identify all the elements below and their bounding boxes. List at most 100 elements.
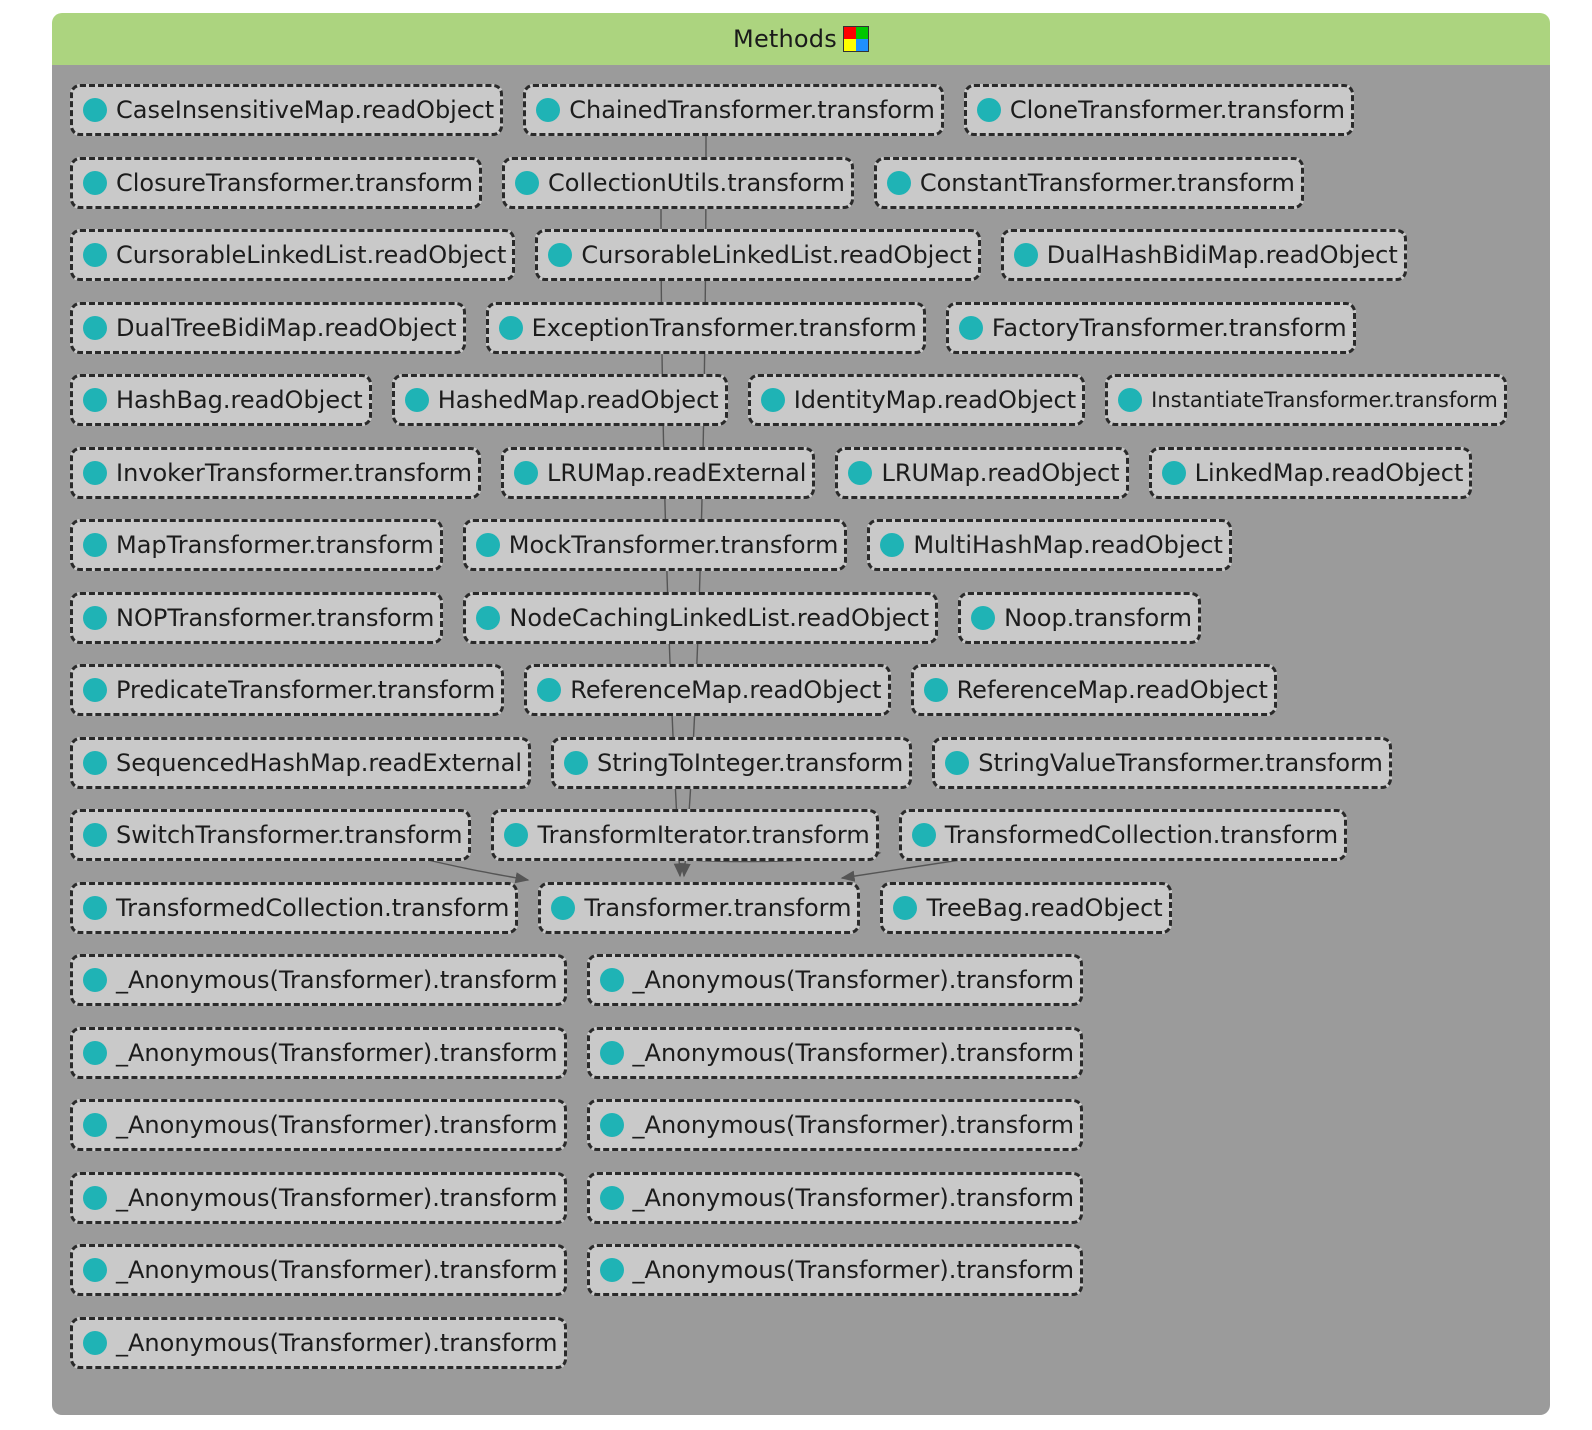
method-node-label: SwitchTransformer.transform [116,821,463,849]
teal-circle-icon [404,388,429,412]
method-node[interactable]: StringToInteger.transform [550,737,913,789]
method-node[interactable]: _Anonymous(Transformer).transform [586,954,1084,1006]
method-node[interactable]: LRUMap.readObject [835,447,1129,499]
method-node-label: _Anonymous(Transformer).transform [632,1111,1075,1139]
teal-circle-icon [548,243,573,267]
method-node[interactable]: _Anonymous(Transformer).transform [70,1172,567,1224]
method-node[interactable]: ClosureTransformer.transform [70,157,483,209]
method-node-label: Noop.transform [1004,604,1192,632]
teal-circle-icon [83,243,107,267]
method-node[interactable]: TransformedCollection.transform [70,882,519,934]
method-node[interactable]: ConstantTransformer.transform [873,157,1304,209]
method-node-label: LRUMap.readObject [881,459,1120,487]
method-node-label: NOPTransformer.transform [116,604,435,632]
teal-circle-icon [886,171,911,195]
method-node-label: _Anonymous(Transformer).transform [116,1039,558,1067]
teal-circle-icon [504,823,529,847]
teal-circle-icon [923,678,948,702]
method-node-label: StringValueTransformer.transform [978,749,1383,777]
method-node[interactable]: CollectionUtils.transform [502,157,854,209]
method-node[interactable]: _Anonymous(Transformer).transform [70,1244,567,1296]
method-node[interactable]: TreeBag.readObject [880,882,1172,934]
method-node[interactable]: _Anonymous(Transformer).transform [70,1317,567,1369]
method-node[interactable]: _Anonymous(Transformer).transform [586,1244,1084,1296]
method-node-label: LRUMap.readExternal [546,459,807,487]
method-node[interactable]: _Anonymous(Transformer).transform [586,1027,1084,1079]
teal-circle-icon [563,751,588,775]
method-node[interactable]: ReferenceMap.readObject [910,664,1277,716]
method-node-label: SequencedHashMap.readExternal [116,749,522,777]
method-node-label: _Anonymous(Transformer).transform [632,966,1075,994]
teal-circle-icon [537,678,562,702]
method-node[interactable]: _Anonymous(Transformer).transform [70,954,567,1006]
method-node[interactable]: NodeCachingLinkedList.readObject [463,592,939,644]
method-node[interactable]: ReferenceMap.readObject [524,664,891,716]
method-node[interactable]: MapTransformer.transform [70,519,443,571]
method-node[interactable]: TransformedCollection.transform [898,809,1348,861]
method-node[interactable]: TransformIterator.transform [491,809,879,861]
method-node[interactable]: CursorableLinkedList.readObject [535,229,981,281]
method-node-label: MultiHashMap.readObject [913,531,1223,559]
method-node[interactable]: MockTransformer.transform [462,519,848,571]
teal-circle-icon [599,1113,624,1137]
method-node[interactable]: HashedMap.readObject [391,374,728,426]
teal-circle-icon [83,388,107,412]
teal-circle-icon [83,896,107,920]
method-node[interactable]: DualTreeBidiMap.readObject [70,302,466,354]
method-node[interactable]: LinkedMap.readObject [1148,447,1473,499]
method-node[interactable]: CaseInsensitiveMap.readObject [70,84,504,136]
method-node[interactable]: _Anonymous(Transformer).transform [586,1172,1084,1224]
method-node[interactable]: SwitchTransformer.transform [70,809,472,861]
method-node[interactable]: MultiHashMap.readObject [867,519,1232,571]
method-node[interactable]: NOPTransformer.transform [70,592,444,644]
method-node-label: ReferenceMap.readObject [570,676,882,704]
teal-circle-icon [976,98,1001,122]
teal-circle-icon [83,1186,107,1210]
method-node[interactable]: _Anonymous(Transformer).transform [586,1099,1084,1151]
method-node[interactable]: Noop.transform [958,592,1201,644]
teal-circle-icon [83,678,107,702]
method-node[interactable]: InvokerTransformer.transform [70,447,481,499]
method-node[interactable]: Transformer.transform [538,882,861,934]
method-node[interactable]: FactoryTransformer.transform [945,302,1356,354]
method-node[interactable]: ExceptionTransformer.transform [485,302,926,354]
teal-circle-icon [848,461,873,485]
teal-circle-icon [893,896,918,920]
method-node[interactable]: LRUMap.readExternal [500,447,816,499]
method-node-label: CursorableLinkedList.readObject [581,241,972,269]
method-node[interactable]: ChainedTransformer.transform [523,84,944,136]
method-node-label: ExceptionTransformer.transform [531,314,917,342]
method-node-label: TransformedCollection.transform [944,821,1339,849]
method-node[interactable]: InstantiateTransformer.transform [1105,374,1507,426]
teal-circle-icon [83,461,107,485]
teal-circle-icon [958,316,983,340]
method-node[interactable]: DualHashBidiMap.readObject [1000,229,1407,281]
teal-circle-icon [1013,243,1038,267]
teal-circle-icon [83,823,107,847]
method-node-label: MapTransformer.transform [116,531,434,559]
method-node-label: DualTreeBidiMap.readObject [116,314,457,342]
method-node-label: ConstantTransformer.transform [919,169,1295,197]
teal-circle-icon [83,533,107,557]
method-node[interactable]: StringValueTransformer.transform [932,737,1392,789]
method-node-label: TransformIterator.transform [537,821,870,849]
teal-circle-icon [498,316,523,340]
method-node-label: ReferenceMap.readObject [956,676,1268,704]
method-node-label: CollectionUtils.transform [548,169,845,197]
method-node[interactable]: SequencedHashMap.readExternal [70,737,531,789]
teal-circle-icon [880,533,905,557]
method-node[interactable]: CloneTransformer.transform [963,84,1355,136]
method-node[interactable]: CursorableLinkedList.readObject [70,229,516,281]
method-node-label: HashedMap.readObject [437,386,719,414]
method-node[interactable]: PredicateTransformer.transform [70,664,505,716]
method-node[interactable]: HashBag.readObject [70,374,372,426]
method-node-label: _Anonymous(Transformer).transform [632,1256,1075,1284]
method-node[interactable]: _Anonymous(Transformer).transform [70,1027,567,1079]
method-node[interactable]: IdentityMap.readObject [747,374,1086,426]
method-node-label: PredicateTransformer.transform [116,676,496,704]
teal-circle-icon [83,1113,107,1137]
multicolor-square-icon [842,26,869,52]
teal-circle-icon [475,533,500,557]
method-node-label: InvokerTransformer.transform [116,459,472,487]
method-node[interactable]: _Anonymous(Transformer).transform [70,1099,567,1151]
